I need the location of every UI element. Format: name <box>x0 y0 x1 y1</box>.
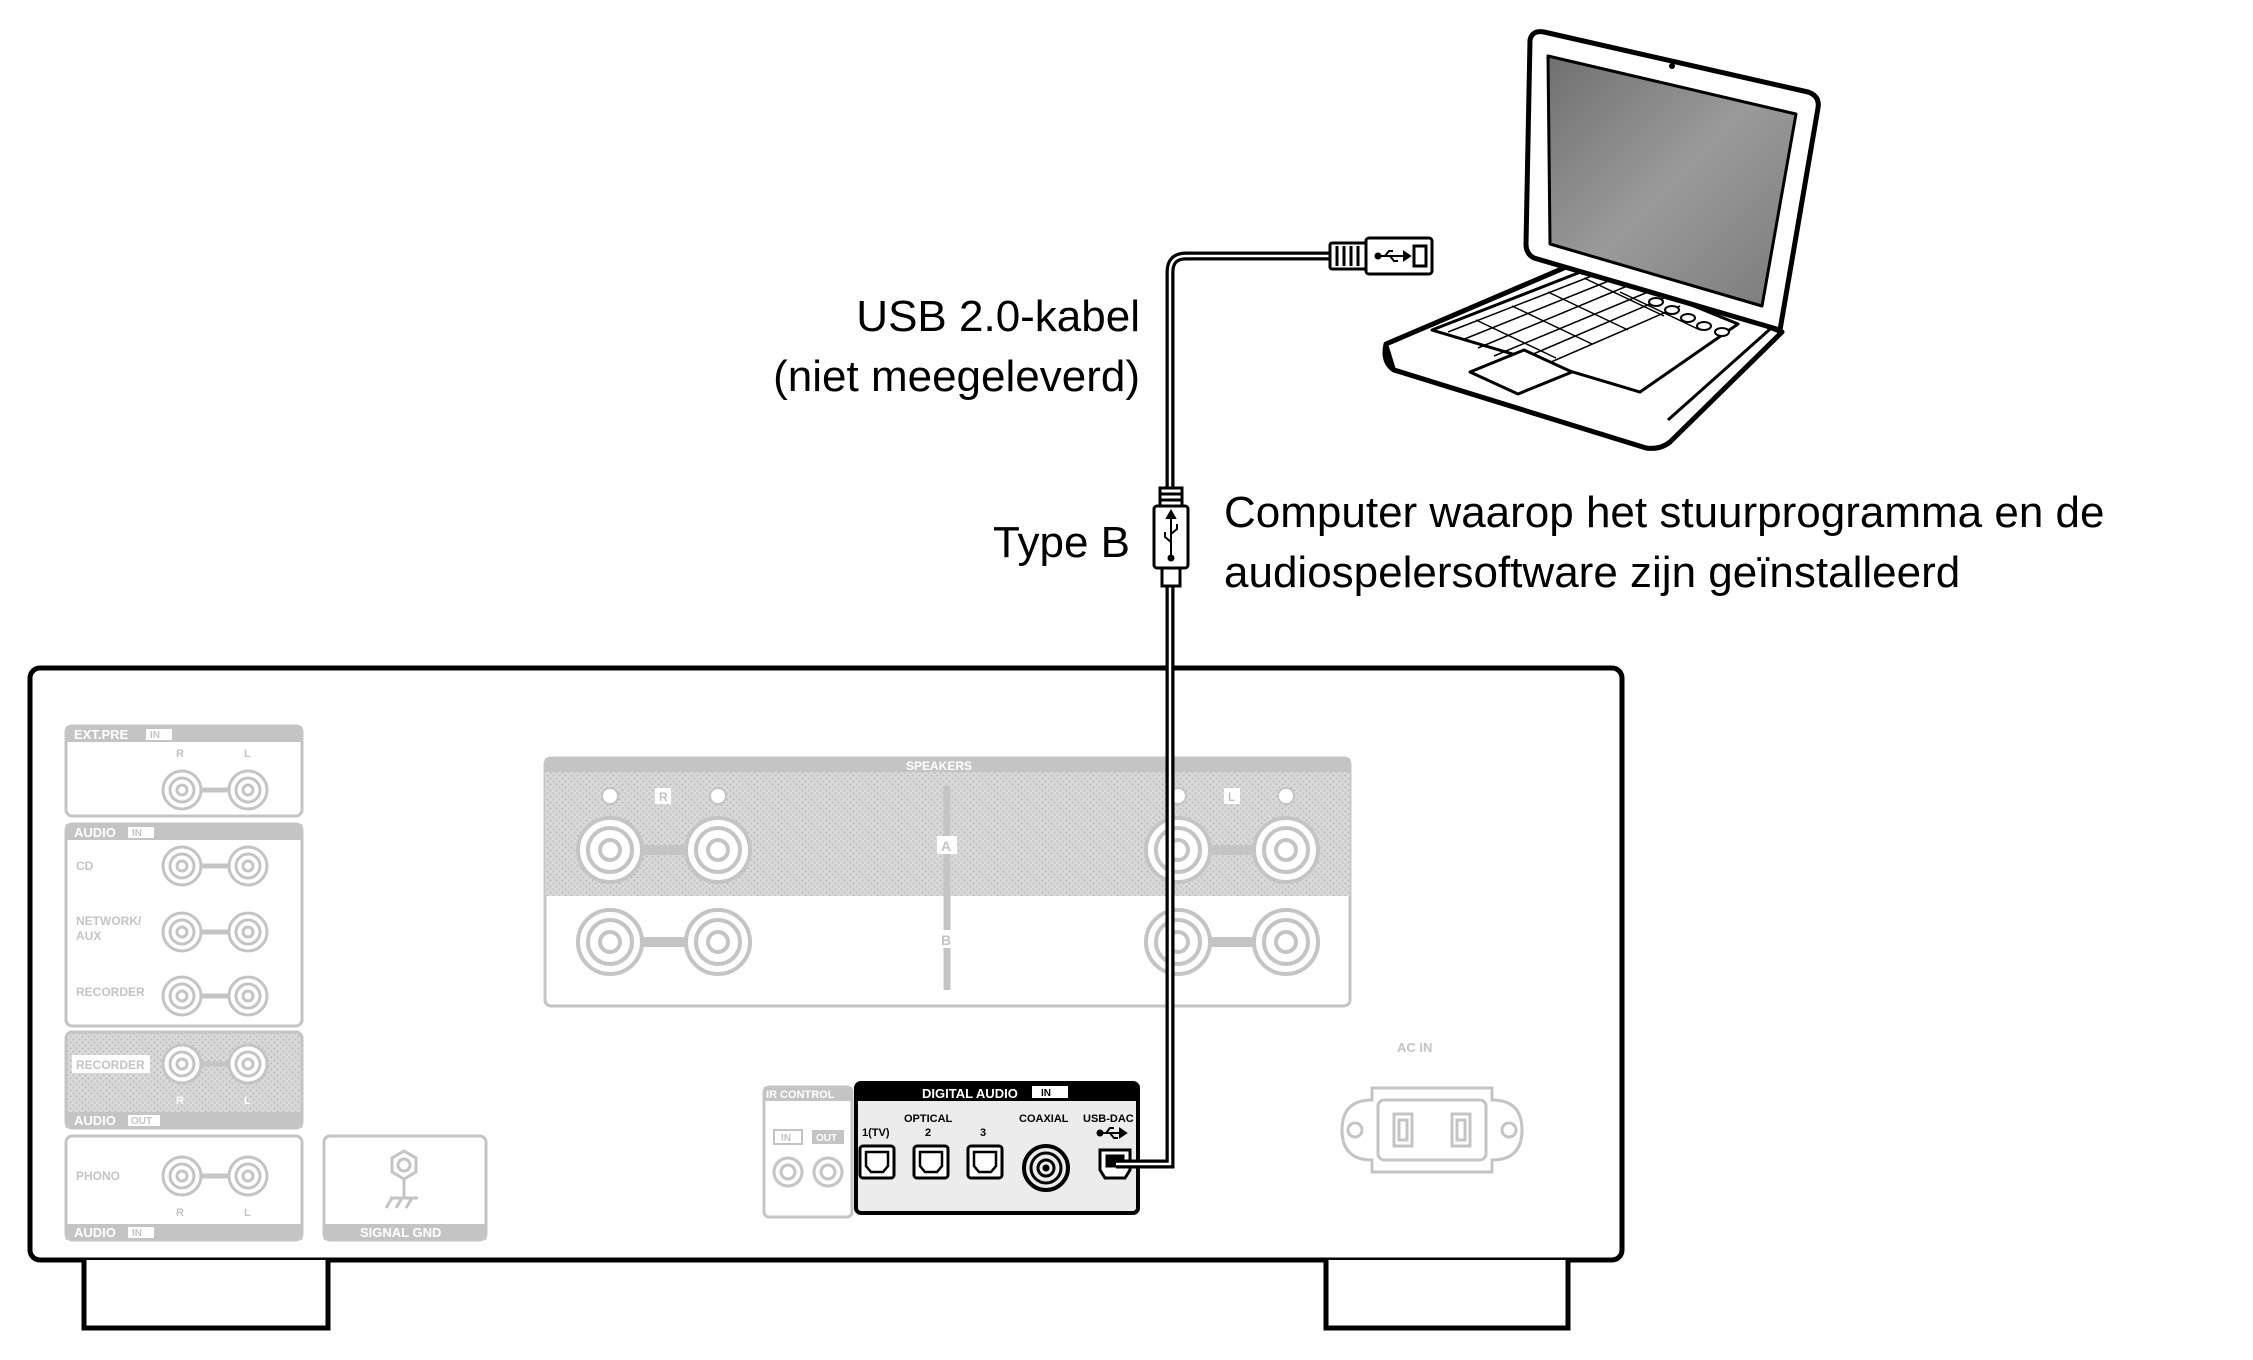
svg-text:AUDIO: AUDIO <box>74 1225 116 1240</box>
svg-text:L: L <box>1228 790 1235 804</box>
ground-symbol-icon <box>384 1149 418 1209</box>
svg-text:R: R <box>176 1207 184 1219</box>
svg-text:PHONO: PHONO <box>76 1169 120 1183</box>
usb-cable <box>1116 236 1434 1169</box>
audio-out-block: AUDIO OUT RECORDER R L <box>64 1030 304 1130</box>
svg-text:AUDIO: AUDIO <box>74 1113 116 1128</box>
svg-text:OUT: OUT <box>131 1116 152 1127</box>
phono-in-block: AUDIO IN PHONO R L <box>64 1134 304 1242</box>
usb-type-b-plug <box>1152 486 1190 588</box>
svg-text:3: 3 <box>980 1127 986 1139</box>
svg-text:A: A <box>941 838 951 854</box>
svg-text:USB-DAC: USB-DAC <box>1083 1113 1134 1125</box>
svg-text:IR CONTROL: IR CONTROL <box>766 1089 835 1101</box>
digital-audio-label: DIGITAL AUDIO <box>922 1086 1018 1101</box>
svg-text:COAXIAL: COAXIAL <box>1019 1113 1069 1125</box>
audio-in-block: AUDIO IN CD NETWORK/ AUX RECORDER <box>64 822 304 1028</box>
svg-text:R: R <box>176 748 184 760</box>
computer-label-line2: audiospelersoftware zijn geïnstalleerd <box>1224 548 1961 597</box>
svg-text:2: 2 <box>925 1127 931 1139</box>
svg-text:IN: IN <box>132 828 142 839</box>
ext-pre-in-block: EXT.PRE IN R L <box>64 724 304 818</box>
cd-label: CD <box>76 859 94 873</box>
svg-text:OPTICAL: OPTICAL <box>904 1113 953 1125</box>
svg-text:IN: IN <box>1041 1088 1051 1099</box>
svg-text:1(TV): 1(TV) <box>862 1127 890 1139</box>
svg-text:R: R <box>659 790 668 804</box>
svg-text:AUDIO: AUDIO <box>74 825 116 840</box>
computer-label-line1: Computer waarop het stuurprogramma en de <box>1224 488 2105 537</box>
svg-text:OUT: OUT <box>816 1133 837 1144</box>
svg-text:IN: IN <box>132 1228 142 1239</box>
signal-gnd-block: SIGNAL GND <box>322 1134 488 1242</box>
laptop-icon <box>1382 29 1821 451</box>
speakers-block: SPEAKERS A B R L <box>543 756 1352 1008</box>
power-inlet-icon <box>1340 1086 1524 1174</box>
svg-text:RECORDER: RECORDER <box>76 1058 145 1072</box>
usb-b-port <box>1098 1148 1132 1180</box>
usb-symbol-icon <box>1096 1127 1128 1139</box>
usb-type-a-plug <box>1328 236 1434 276</box>
svg-text:R: R <box>176 1095 184 1107</box>
digital-audio-in-block: DIGITAL AUDIO IN OPTICAL 1(TV) 2 3 COAXI… <box>854 1081 1140 1215</box>
svg-text:RECORDER: RECORDER <box>76 985 145 999</box>
svg-text:NETWORK/: NETWORK/ <box>76 914 142 928</box>
connector-type-label: Type B <box>993 518 1130 567</box>
ir-control-block: IR CONTROL IN OUT <box>762 1085 854 1219</box>
ac-in-block: AC IN <box>1340 1040 1524 1174</box>
coaxial-jack <box>1022 1144 1070 1192</box>
right-foot <box>1323 1260 1571 1331</box>
svg-text:SPEAKERS: SPEAKERS <box>906 759 972 773</box>
ext-pre-label: EXT.PRE <box>74 727 129 742</box>
svg-text:AC IN: AC IN <box>1397 1040 1432 1055</box>
svg-text:AUX: AUX <box>76 929 101 943</box>
svg-text:L: L <box>244 1095 251 1107</box>
svg-text:IN: IN <box>150 730 160 741</box>
svg-text:SIGNAL GND: SIGNAL GND <box>360 1225 441 1240</box>
svg-text:IN: IN <box>781 1133 791 1144</box>
cable-label-line2: (niet meegeleverd) <box>773 352 1140 401</box>
svg-text:L: L <box>244 1207 251 1219</box>
cable-label-line1: USB 2.0-kabel <box>856 292 1140 341</box>
left-foot <box>81 1260 331 1331</box>
svg-text:B: B <box>941 932 951 948</box>
svg-text:L: L <box>244 748 251 760</box>
